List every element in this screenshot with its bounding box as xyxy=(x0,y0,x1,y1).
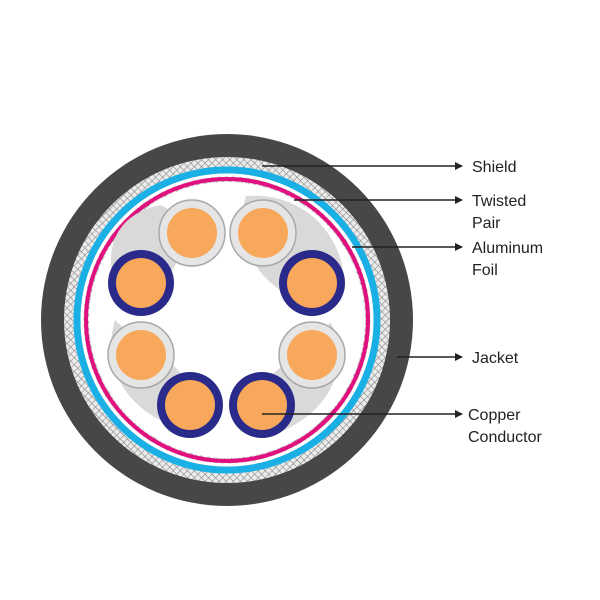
aluminum-foil-label-line1: Aluminum xyxy=(472,240,543,257)
aluminum-foil-label-line2: Foil xyxy=(472,262,498,279)
copper-core xyxy=(238,208,288,258)
copper-core xyxy=(165,380,215,430)
jacket-label: Jacket xyxy=(472,350,519,367)
aluminum-foil-layer xyxy=(73,166,381,474)
shield-label: Shield xyxy=(472,159,516,176)
leader-lines xyxy=(262,162,463,418)
copper-core xyxy=(167,208,217,258)
copper-core xyxy=(116,330,166,380)
copper-conductor-label-line1: Copper xyxy=(468,407,521,424)
dark-insulated-conductors xyxy=(108,250,345,438)
foil-gap-ring xyxy=(80,173,374,467)
twisted-pair-band xyxy=(84,177,370,463)
light-insulated-conductors xyxy=(107,199,346,389)
copper-conductor-label-line2: Conductor xyxy=(468,429,542,446)
twisted-pair-label-line1: Twisted xyxy=(472,193,526,210)
copper-core xyxy=(287,258,337,308)
copper-core xyxy=(237,380,287,430)
copper-core xyxy=(287,330,337,380)
twisted-pair-label-line2: Pair xyxy=(472,215,501,232)
copper-core xyxy=(116,258,166,308)
